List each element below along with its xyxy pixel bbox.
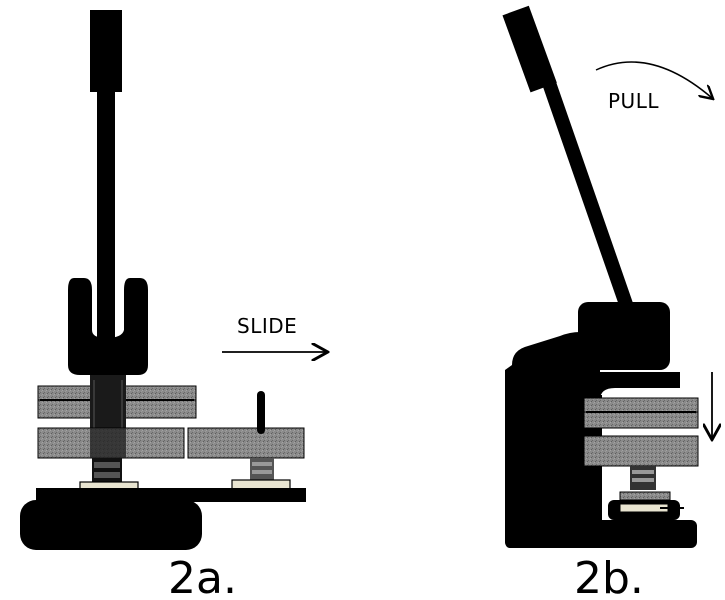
slide-die-cup [231,479,291,490]
caption-2a: 2a. [168,553,237,600]
lever-rod [541,77,635,313]
upper-die-plate-1 [583,397,699,413]
pull-label: PULL [608,89,659,113]
base-die-top [619,491,671,501]
press-base [505,520,697,548]
slide-track [36,488,306,502]
slide-die-spring [250,458,274,480]
pull-arrow [595,61,712,98]
upper-die-plate-2 [583,411,699,429]
press-base [20,500,202,550]
handle-grip [90,10,122,92]
press-yoke [68,278,148,375]
handle-grip [502,5,557,93]
press-head [578,302,670,370]
slide-label: SLIDE [237,314,297,338]
lever-rod [97,90,115,340]
panel-2a: SLIDE 2a. [20,10,326,600]
caption-2b: 2b. [574,553,644,600]
lower-die-block [583,435,699,467]
slide-die-block [187,427,305,459]
panel-2b: PULL 2b. [502,5,712,600]
